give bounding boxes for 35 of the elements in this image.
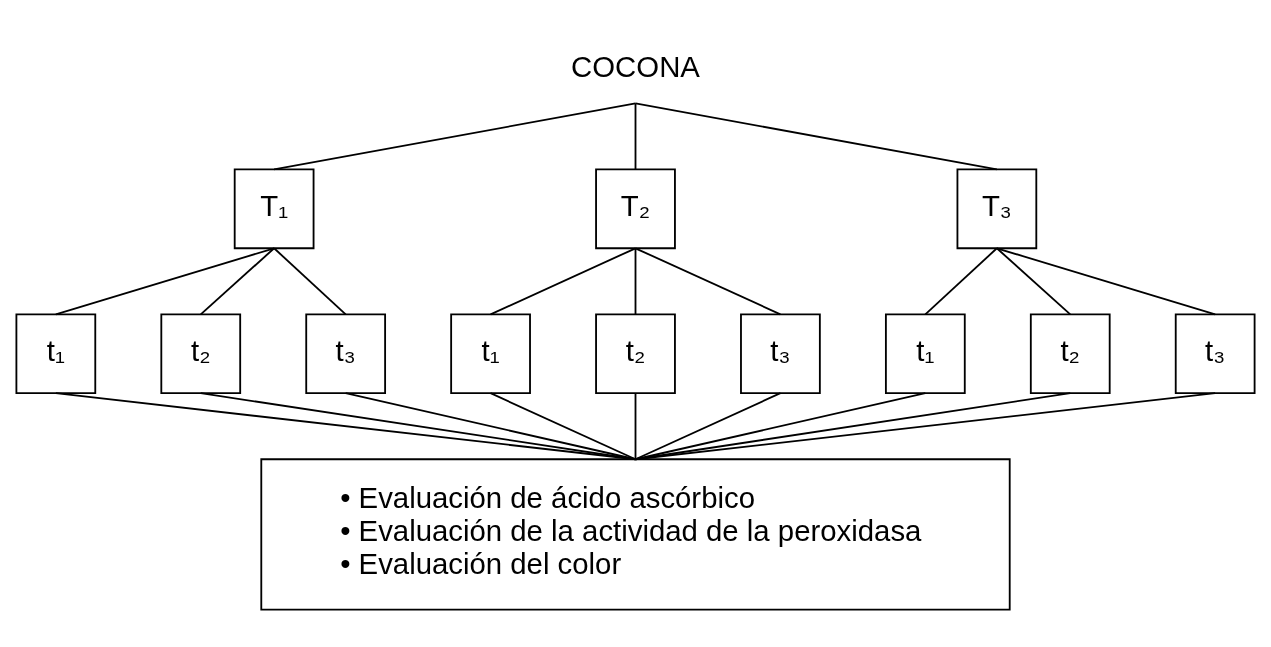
node-text: COCONA: [571, 50, 700, 84]
connector: [634, 392, 1217, 461]
node-box: T₂: [595, 168, 676, 250]
connector: [924, 247, 998, 316]
node-box: T₁: [233, 168, 315, 250]
node-box: • Evaluación de ácido ascórbico • Evaluación de la actividad de la peroxidasa • Evaluación del color: [260, 458, 1011, 611]
node-box: t₂: [160, 313, 242, 395]
connector: [634, 392, 637, 461]
connector: [273, 102, 637, 171]
connector: [199, 247, 276, 316]
node-box: t₃: [740, 313, 821, 395]
node-box: t₁: [15, 313, 97, 395]
connector: [634, 392, 927, 461]
connector: [634, 247, 782, 316]
connector: [995, 247, 1072, 316]
node-box: t₂: [595, 313, 676, 395]
connector: [634, 392, 782, 461]
node-box: t₁: [450, 313, 531, 395]
connector: [54, 392, 637, 461]
connector: [995, 247, 1217, 316]
connector: [634, 102, 637, 171]
connector: [489, 392, 637, 461]
connector: [54, 247, 276, 316]
node-box: t₂: [1029, 313, 1111, 395]
node-box: t₃: [305, 313, 387, 395]
connector: [634, 392, 1072, 461]
connector: [344, 392, 637, 461]
node-box: t₃: [1174, 313, 1256, 395]
connector: [489, 247, 637, 316]
connector: [273, 247, 347, 316]
connector: [199, 392, 637, 461]
connector: [634, 247, 637, 316]
node-box: t₁: [884, 313, 966, 395]
connector: [634, 102, 998, 171]
node-box: T₃: [956, 168, 1038, 250]
